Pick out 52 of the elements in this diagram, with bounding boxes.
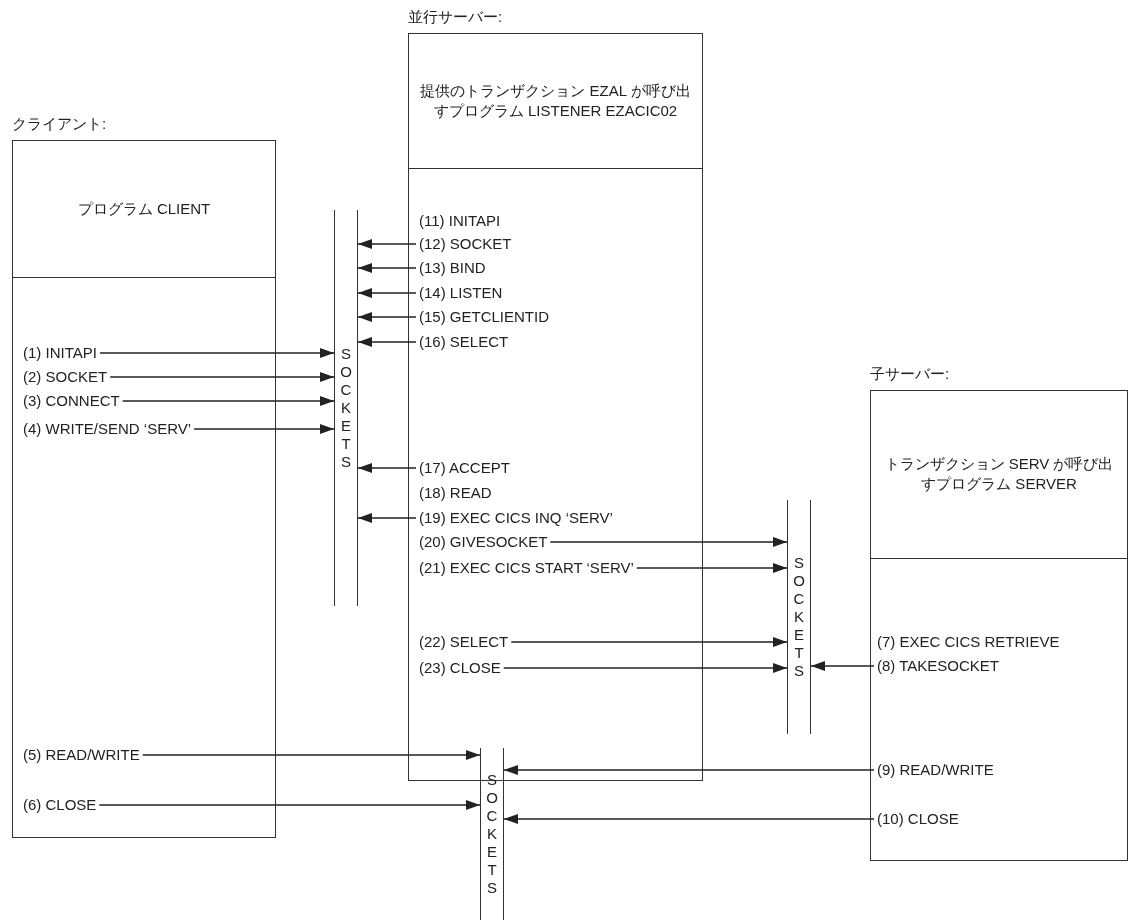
call-label: (1) INITAPI bbox=[23, 344, 97, 362]
box-title: プログラム CLIENT bbox=[76, 199, 212, 219]
call-label: (6) CLOSE bbox=[23, 796, 97, 814]
call-label: (10) CLOSE bbox=[877, 810, 959, 828]
call-label: (19) EXEC CICS INQ ‘SERV’ bbox=[419, 509, 613, 527]
call-label: (8) TAKESOCKET bbox=[877, 657, 999, 675]
arrow bbox=[357, 312, 417, 322]
box-title: 提供のトランザクション EZAL が呼び出すプログラム LISTENER EZACIC02 bbox=[419, 80, 692, 121]
call-label: (4) WRITE/SEND ‘SERV’ bbox=[23, 420, 192, 438]
arrow bbox=[357, 239, 417, 249]
call-label: (3) CONNECT bbox=[23, 392, 120, 410]
arrow bbox=[636, 563, 788, 573]
arrow bbox=[510, 637, 788, 647]
box-heading: 並行サーバー: bbox=[408, 8, 503, 27]
call-label: (23) CLOSE bbox=[419, 659, 501, 677]
box-heading: 子サーバー: bbox=[870, 365, 950, 384]
call-label: (5) READ/WRITE bbox=[23, 746, 140, 764]
call-label: (21) EXEC CICS START ‘SERV’ bbox=[419, 559, 634, 577]
arrow bbox=[549, 537, 788, 547]
arrow bbox=[109, 372, 335, 382]
call-label: (7) EXEC CICS RETRIEVE bbox=[877, 633, 1060, 651]
arrow bbox=[503, 814, 875, 824]
call-label: (2) SOCKET bbox=[23, 368, 108, 386]
call-label: (22) SELECT bbox=[419, 633, 509, 651]
call-label: (15) GETCLIENTID bbox=[419, 308, 550, 326]
arrow bbox=[193, 424, 335, 434]
call-label: (13) BIND bbox=[419, 259, 486, 277]
arrow bbox=[99, 348, 335, 358]
arrow bbox=[357, 337, 417, 347]
arrow bbox=[142, 750, 481, 760]
sockets-bar: SOCKETS bbox=[787, 500, 811, 734]
arrow bbox=[357, 263, 417, 273]
call-label: (18) READ bbox=[419, 484, 492, 502]
arrow bbox=[122, 396, 335, 406]
call-label: (16) SELECT bbox=[419, 333, 509, 351]
call-label: (9) READ/WRITE bbox=[877, 761, 994, 779]
sockets-bar: SOCKETS bbox=[480, 748, 504, 920]
call-label: (20) GIVESOCKET bbox=[419, 533, 548, 551]
box-title: トランザクション SERV が呼び出すプログラム SERVER bbox=[883, 454, 1115, 495]
arrow bbox=[357, 463, 417, 473]
arrow bbox=[810, 661, 875, 671]
arrow bbox=[98, 800, 481, 810]
arrow bbox=[357, 513, 417, 523]
sockets-bar: SOCKETS bbox=[334, 210, 358, 606]
arrow bbox=[503, 765, 875, 775]
arrow bbox=[357, 288, 417, 298]
call-label: (17) ACCEPT bbox=[419, 459, 510, 477]
call-label: (14) LISTEN bbox=[419, 284, 503, 302]
call-label: (12) SOCKET bbox=[419, 235, 512, 253]
arrow bbox=[503, 663, 788, 673]
box-heading: クライアント: bbox=[12, 115, 107, 134]
call-label: (11) INITAPI bbox=[419, 212, 501, 230]
